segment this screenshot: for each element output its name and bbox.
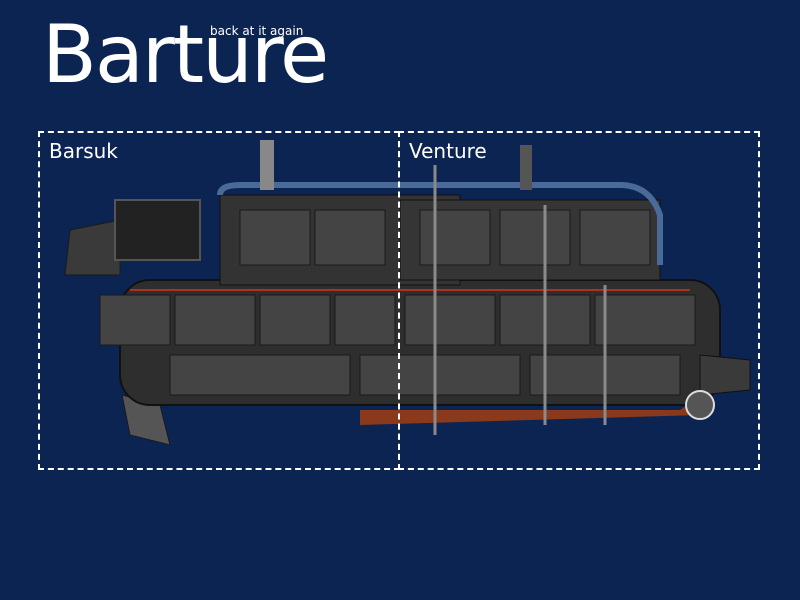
hull-red-accent — [360, 305, 715, 425]
page-title: Barture — [42, 8, 329, 101]
region-barsuk: Barsuk — [38, 131, 400, 470]
region-label-venture: Venture — [409, 139, 487, 163]
periscope — [260, 140, 274, 190]
rear-fin-top — [64, 219, 121, 276]
interior-rooms — [99, 209, 696, 396]
submarine-illustration — [64, 140, 751, 445]
region-label-barsuk: Barsuk — [49, 139, 118, 163]
page-subtitle: back at it again — [210, 24, 304, 38]
top-pipe — [217, 182, 663, 265]
region-venture: Venture — [398, 131, 760, 470]
observation-box — [114, 199, 201, 261]
bow — [699, 354, 751, 396]
